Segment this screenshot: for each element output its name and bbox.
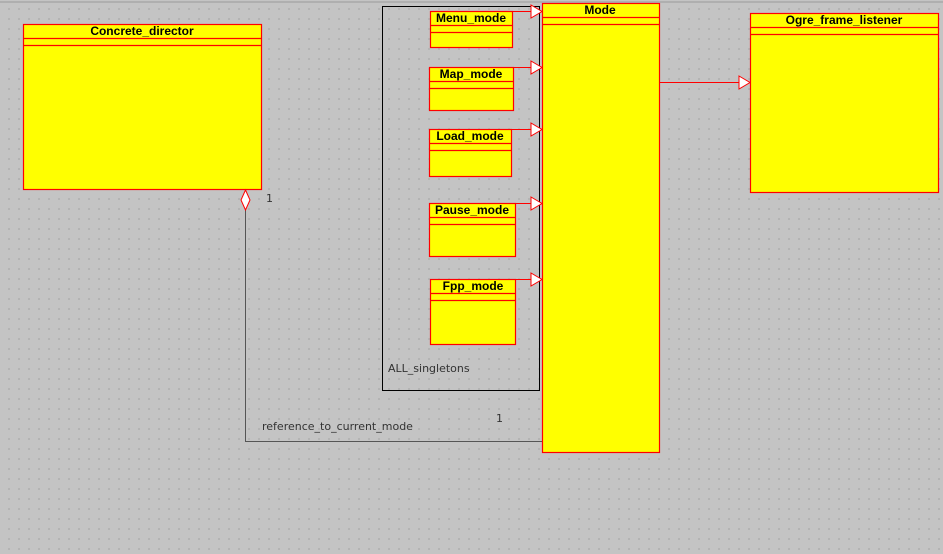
- class-name: Mode: [584, 3, 616, 17]
- class-name: Pause_mode: [435, 203, 509, 217]
- class-pause-mode[interactable]: Pause_mode: [428, 202, 517, 258]
- class-menu-mode[interactable]: Menu_mode: [429, 10, 514, 49]
- source-multiplicity: 1: [266, 192, 273, 205]
- class-name: Menu_mode: [436, 11, 506, 25]
- class-name: Map_mode: [440, 67, 503, 81]
- association-reference-to-current-mode[interactable]: 1 1 reference_to_current_mode: [240, 188, 542, 442]
- generalization-arrow-icon: [530, 272, 543, 287]
- class-fpp-mode[interactable]: Fpp_mode: [429, 278, 517, 346]
- class-ogre-frame-listener[interactable]: Ogre_frame_listener: [749, 12, 940, 194]
- generalization-arrow-icon: [530, 4, 543, 19]
- target-multiplicity: 1: [496, 412, 503, 425]
- class-name: Load_mode: [436, 129, 504, 143]
- generalization-arrows: [511, 4, 751, 287]
- class-mode[interactable]: Mode: [541, 2, 661, 454]
- generalization-arrow-icon: [530, 122, 543, 137]
- class-load-mode[interactable]: Load_mode: [428, 128, 513, 178]
- class-name: Fpp_mode: [443, 279, 504, 293]
- class-concrete-director[interactable]: Concrete_director: [22, 23, 263, 191]
- generalization-arrow-icon: [530, 196, 543, 211]
- class-name: Concrete_director: [90, 24, 194, 38]
- generalization-arrow-icon: [738, 75, 751, 90]
- package-all-singletons[interactable]: ALL_singletons: [382, 6, 540, 391]
- class-name: Ogre_frame_listener: [786, 13, 903, 27]
- package-label: ALL_singletons: [388, 362, 470, 375]
- role-label: reference_to_current_mode: [262, 420, 413, 433]
- aggregation-diamond-icon: [240, 188, 251, 212]
- generalization-arrow-icon: [530, 60, 543, 75]
- class-map-mode[interactable]: Map_mode: [428, 66, 515, 112]
